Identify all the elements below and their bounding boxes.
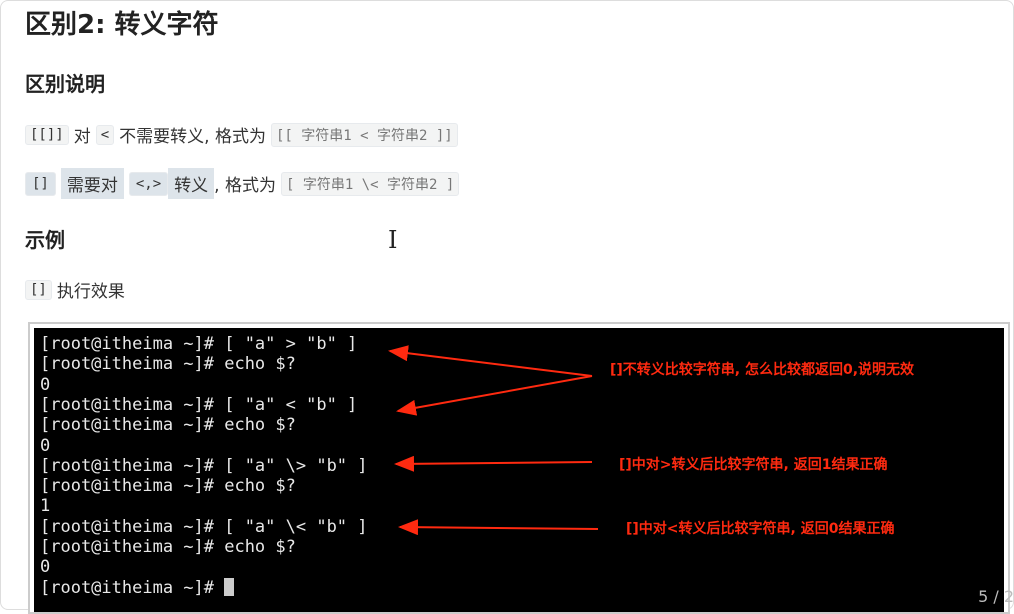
arrow	[388, 345, 593, 377]
terminal-line: [root@itheima ~]#	[40, 577, 235, 598]
example-caption: [] 执行效果	[25, 277, 125, 302]
annotation-1: []不转义比较字符串, 怎么比较都返回0,说明无效	[610, 362, 915, 378]
terminal-line: [root@itheima ~]# [ "a" \< "b" ]	[40, 516, 368, 537]
code-lt: <	[95, 124, 115, 145]
text: 对	[73, 127, 91, 147]
terminal-line: [root@itheima ~]# echo $?	[40, 415, 296, 436]
text: 执行效果	[56, 282, 125, 302]
terminal-line: [root@itheima ~]# [ "a" \> "b" ]	[40, 455, 368, 476]
explanation-line-1: [[]] 对 < 不需要转义, 格式为 [[ 字符串1 < 字符串2 ]]	[25, 122, 458, 147]
terminal-line: [root@itheima ~]# echo $?	[40, 476, 296, 497]
terminal-body: [root@itheima ~]# [ "a" > "b" ][root@ith…	[34, 328, 1004, 612]
code-bracket: []	[25, 279, 52, 300]
terminal-line: 0	[40, 374, 51, 395]
terminal-screenshot: [root@itheima ~]# [ "a" > "b" ][root@ith…	[28, 322, 1010, 614]
arrow	[398, 519, 599, 536]
terminal-line: [root@itheima ~]# [ "a" < "b" ]	[40, 394, 358, 415]
section-heading-explanation: 区别说明	[25, 72, 105, 96]
code-format: [[ 字符串1 < 字符串2 ]]	[270, 122, 458, 147]
terminal-cursor	[224, 577, 235, 596]
explanation-line-2: [] 需要对 <,> 转义 , 格式为 [ 字符串1 \< 字符串2 ]	[25, 168, 460, 199]
code-single-bracket: []	[25, 171, 56, 196]
terminal-line: [root@itheima ~]# echo $?	[40, 354, 296, 375]
code-format: [ 字符串1 \< 字符串2 ]	[280, 171, 460, 196]
terminal-line: [root@itheima ~]# echo $?	[40, 537, 296, 557]
annotation-2: []中对>转义后比较字符串, 返回1结果正确	[619, 457, 888, 473]
text: 不需要转义, 格式为	[119, 127, 266, 147]
annotation-3: []中对<转义后比较字符串, 返回0结果正确	[626, 521, 895, 537]
terminal-line: 0	[40, 435, 51, 456]
code-lt-gt: <,>	[128, 171, 169, 196]
text: 需要对	[60, 168, 124, 199]
arrow	[396, 375, 593, 416]
arrow	[394, 455, 593, 472]
text: 转义	[168, 168, 215, 199]
terminal-line: 1	[40, 496, 51, 517]
text: , 格式为	[214, 176, 276, 196]
code-double-bracket: [[]]	[25, 124, 69, 145]
terminal-line: 0	[40, 557, 51, 578]
page-title: 区别2: 转义字符	[25, 10, 219, 40]
section-heading-example: 示例	[25, 228, 65, 252]
text-cursor-icon: I	[388, 226, 398, 254]
terminal-line: [root@itheima ~]# [ "a" > "b" ]	[40, 334, 358, 354]
page-indicator: 5 / 2	[978, 587, 1014, 606]
